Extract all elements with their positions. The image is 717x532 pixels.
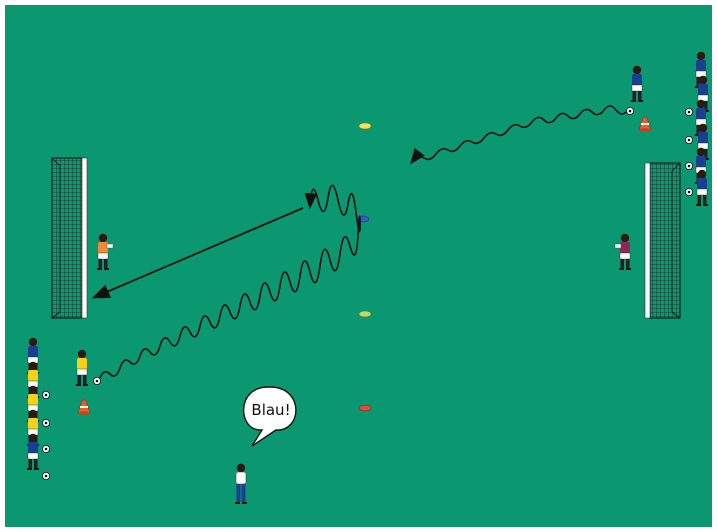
ball-icon	[93, 377, 100, 384]
player-queue-yellow	[27, 338, 39, 470]
marker-icon	[359, 123, 371, 129]
marker-icon	[359, 405, 371, 411]
goal-net-icon	[645, 163, 680, 318]
ball-icon	[626, 107, 633, 114]
ball-icon	[42, 391, 49, 398]
ball-icon	[42, 472, 49, 479]
ball-icon	[685, 108, 692, 115]
ball-icon	[685, 136, 692, 143]
ball-icon	[42, 419, 49, 426]
ball-icon	[685, 188, 692, 195]
pitch-field	[5, 5, 712, 527]
ball-icon	[685, 162, 692, 169]
goal-net-icon	[52, 158, 87, 318]
coach-callout-text: Blau!	[251, 401, 290, 419]
ball-icon	[42, 445, 49, 452]
marker-icon	[359, 311, 371, 317]
